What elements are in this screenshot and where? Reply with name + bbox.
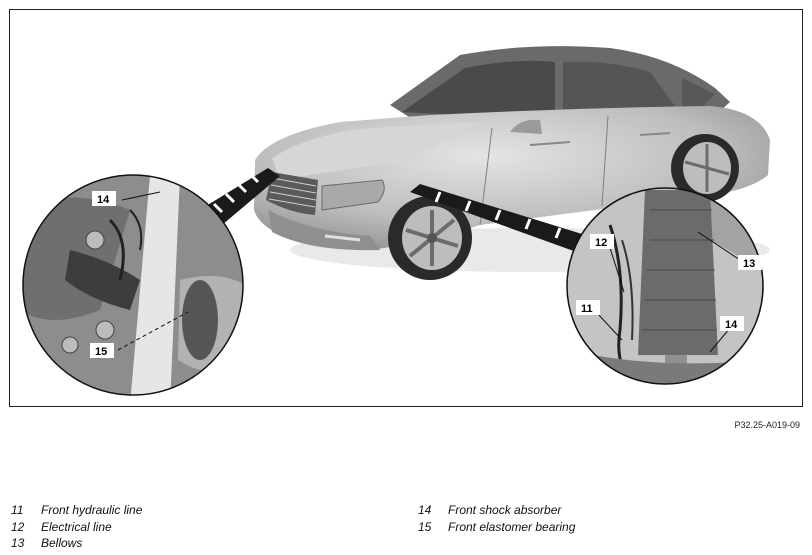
rear-wheel (671, 134, 739, 202)
legend-item: 12 Electrical line (11, 519, 142, 536)
legend-right: 14 Front shock absorber 15 Front elastomer… (418, 502, 575, 535)
callout-11-text: 11 (581, 303, 593, 315)
legend-number: 12 (11, 519, 25, 534)
callout-14-left: 14 (92, 191, 116, 206)
front-wheel (388, 196, 472, 280)
callout-14-left-text: 14 (97, 194, 110, 206)
callout-11: 11 (576, 300, 600, 315)
callout-12-text: 12 (595, 237, 607, 249)
legend-label: Front elastomer bearing (448, 519, 576, 534)
right-detail-view (566, 187, 764, 385)
figure-reference: P32.25-A019-09 (734, 420, 800, 430)
callout-13-text: 13 (743, 258, 755, 270)
callout-12: 12 (590, 234, 614, 249)
legend-item: 13 Bellows (11, 535, 142, 552)
car-illustration: 14 15 12 13 11 14 (22, 46, 770, 396)
legend-number: 11 (11, 503, 24, 517)
car-body (254, 46, 770, 251)
legend-item: 11 Front hydraulic line (11, 502, 142, 519)
callout-15: 15 (90, 343, 114, 358)
legend-label: Front shock absorber (448, 503, 562, 517)
legend-item: 14 Front shock absorber (418, 502, 575, 519)
callout-15-text: 15 (95, 346, 107, 358)
callout-14-right: 14 (720, 316, 744, 331)
right-pointer-beam (410, 184, 595, 254)
legend-left: 11 Front hydraulic line 12 Electrical line… (11, 502, 142, 552)
legend-label: Electrical line (41, 519, 112, 534)
legend-number: 13 (11, 536, 25, 550)
legend-number: 14 (418, 503, 432, 517)
left-detail-view (22, 174, 244, 396)
left-pointer-beam (206, 168, 280, 225)
legend-item: 15 Front elastomer bearing (418, 519, 575, 536)
callout-14-right-text: 14 (725, 319, 738, 331)
figure-frame: 14 15 12 13 11 14 (9, 9, 803, 407)
legend-label: Bellows (41, 536, 83, 550)
legend-number: 15 (418, 519, 432, 534)
legend-label: Front hydraulic line (41, 503, 143, 517)
callout-13: 13 (738, 255, 762, 270)
